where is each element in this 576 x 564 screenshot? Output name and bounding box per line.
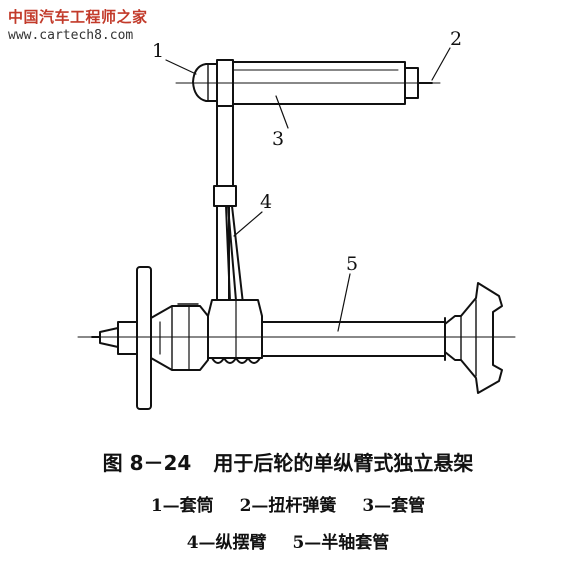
callout-2: 2 [450,28,463,50]
callout-1: 1 [152,40,165,62]
callout-4: 4 [260,191,273,213]
legend-item: 2—扭杆弹簧 [239,496,337,516]
wheel [136,266,152,410]
watermark: 中国汽车工程师之家 www.cartech8.com [8,6,178,43]
callout-3: 3 [272,128,285,150]
legend-item: 3—套管 [362,496,426,516]
differential-flange [444,282,503,394]
legend-item: 4—纵摆臂 [186,533,267,553]
stub-axle [91,321,138,355]
hub-drum [150,303,209,371]
callout-5: 5 [346,253,359,275]
figure-title: 用于后轮的单纵臂式独立悬架 [213,451,474,475]
leader-lines [165,47,451,332]
lower-pivot [207,299,263,364]
figure-number: 图 8－24 [102,451,192,475]
suspension-diagram [77,47,516,410]
legend-line-1: 1—套筒 2—扭杆弹簧 3—套管 [0,491,576,516]
axle-tube-5 [261,317,446,361]
legend-line-2: 4—纵摆臂 5—半轴套管 [0,528,576,553]
watermark-site-name: 中国汽车工程师之家 [8,8,148,26]
legend-item: 5—半轴套管 [292,533,390,553]
figure-caption: 图 8－24 用于后轮的单纵臂式独立悬架 [0,447,576,476]
watermark-url: www.cartech8.com [8,28,134,43]
legend-item: 1—套筒 [150,496,214,516]
